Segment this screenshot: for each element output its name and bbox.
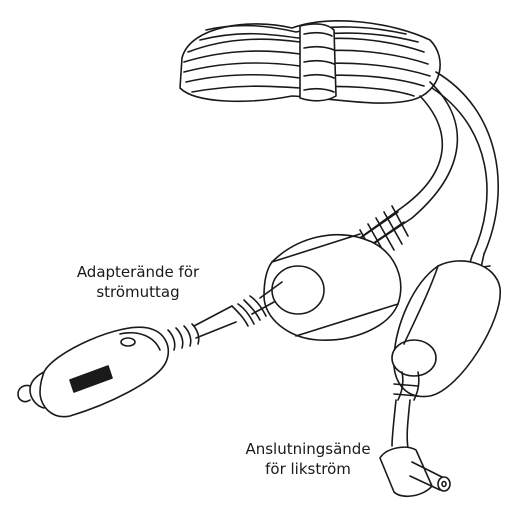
adapter-end-label-line2: strömuttag [58, 282, 218, 302]
dc-end-label-line1: Anslutningsände [218, 439, 398, 459]
dc-end-label-line2: för likström [218, 459, 398, 479]
adapter-end-label: Adapterände för strömuttag [58, 262, 218, 302]
dc-end-label: Anslutningsände för likström [218, 439, 398, 479]
lighter-plug [18, 327, 168, 416]
adapter-end-label-line1: Adapterände för [58, 262, 218, 282]
lower-choke [392, 254, 500, 397]
coiled-cable-bundle [180, 21, 440, 103]
upper-choke [264, 206, 408, 340]
